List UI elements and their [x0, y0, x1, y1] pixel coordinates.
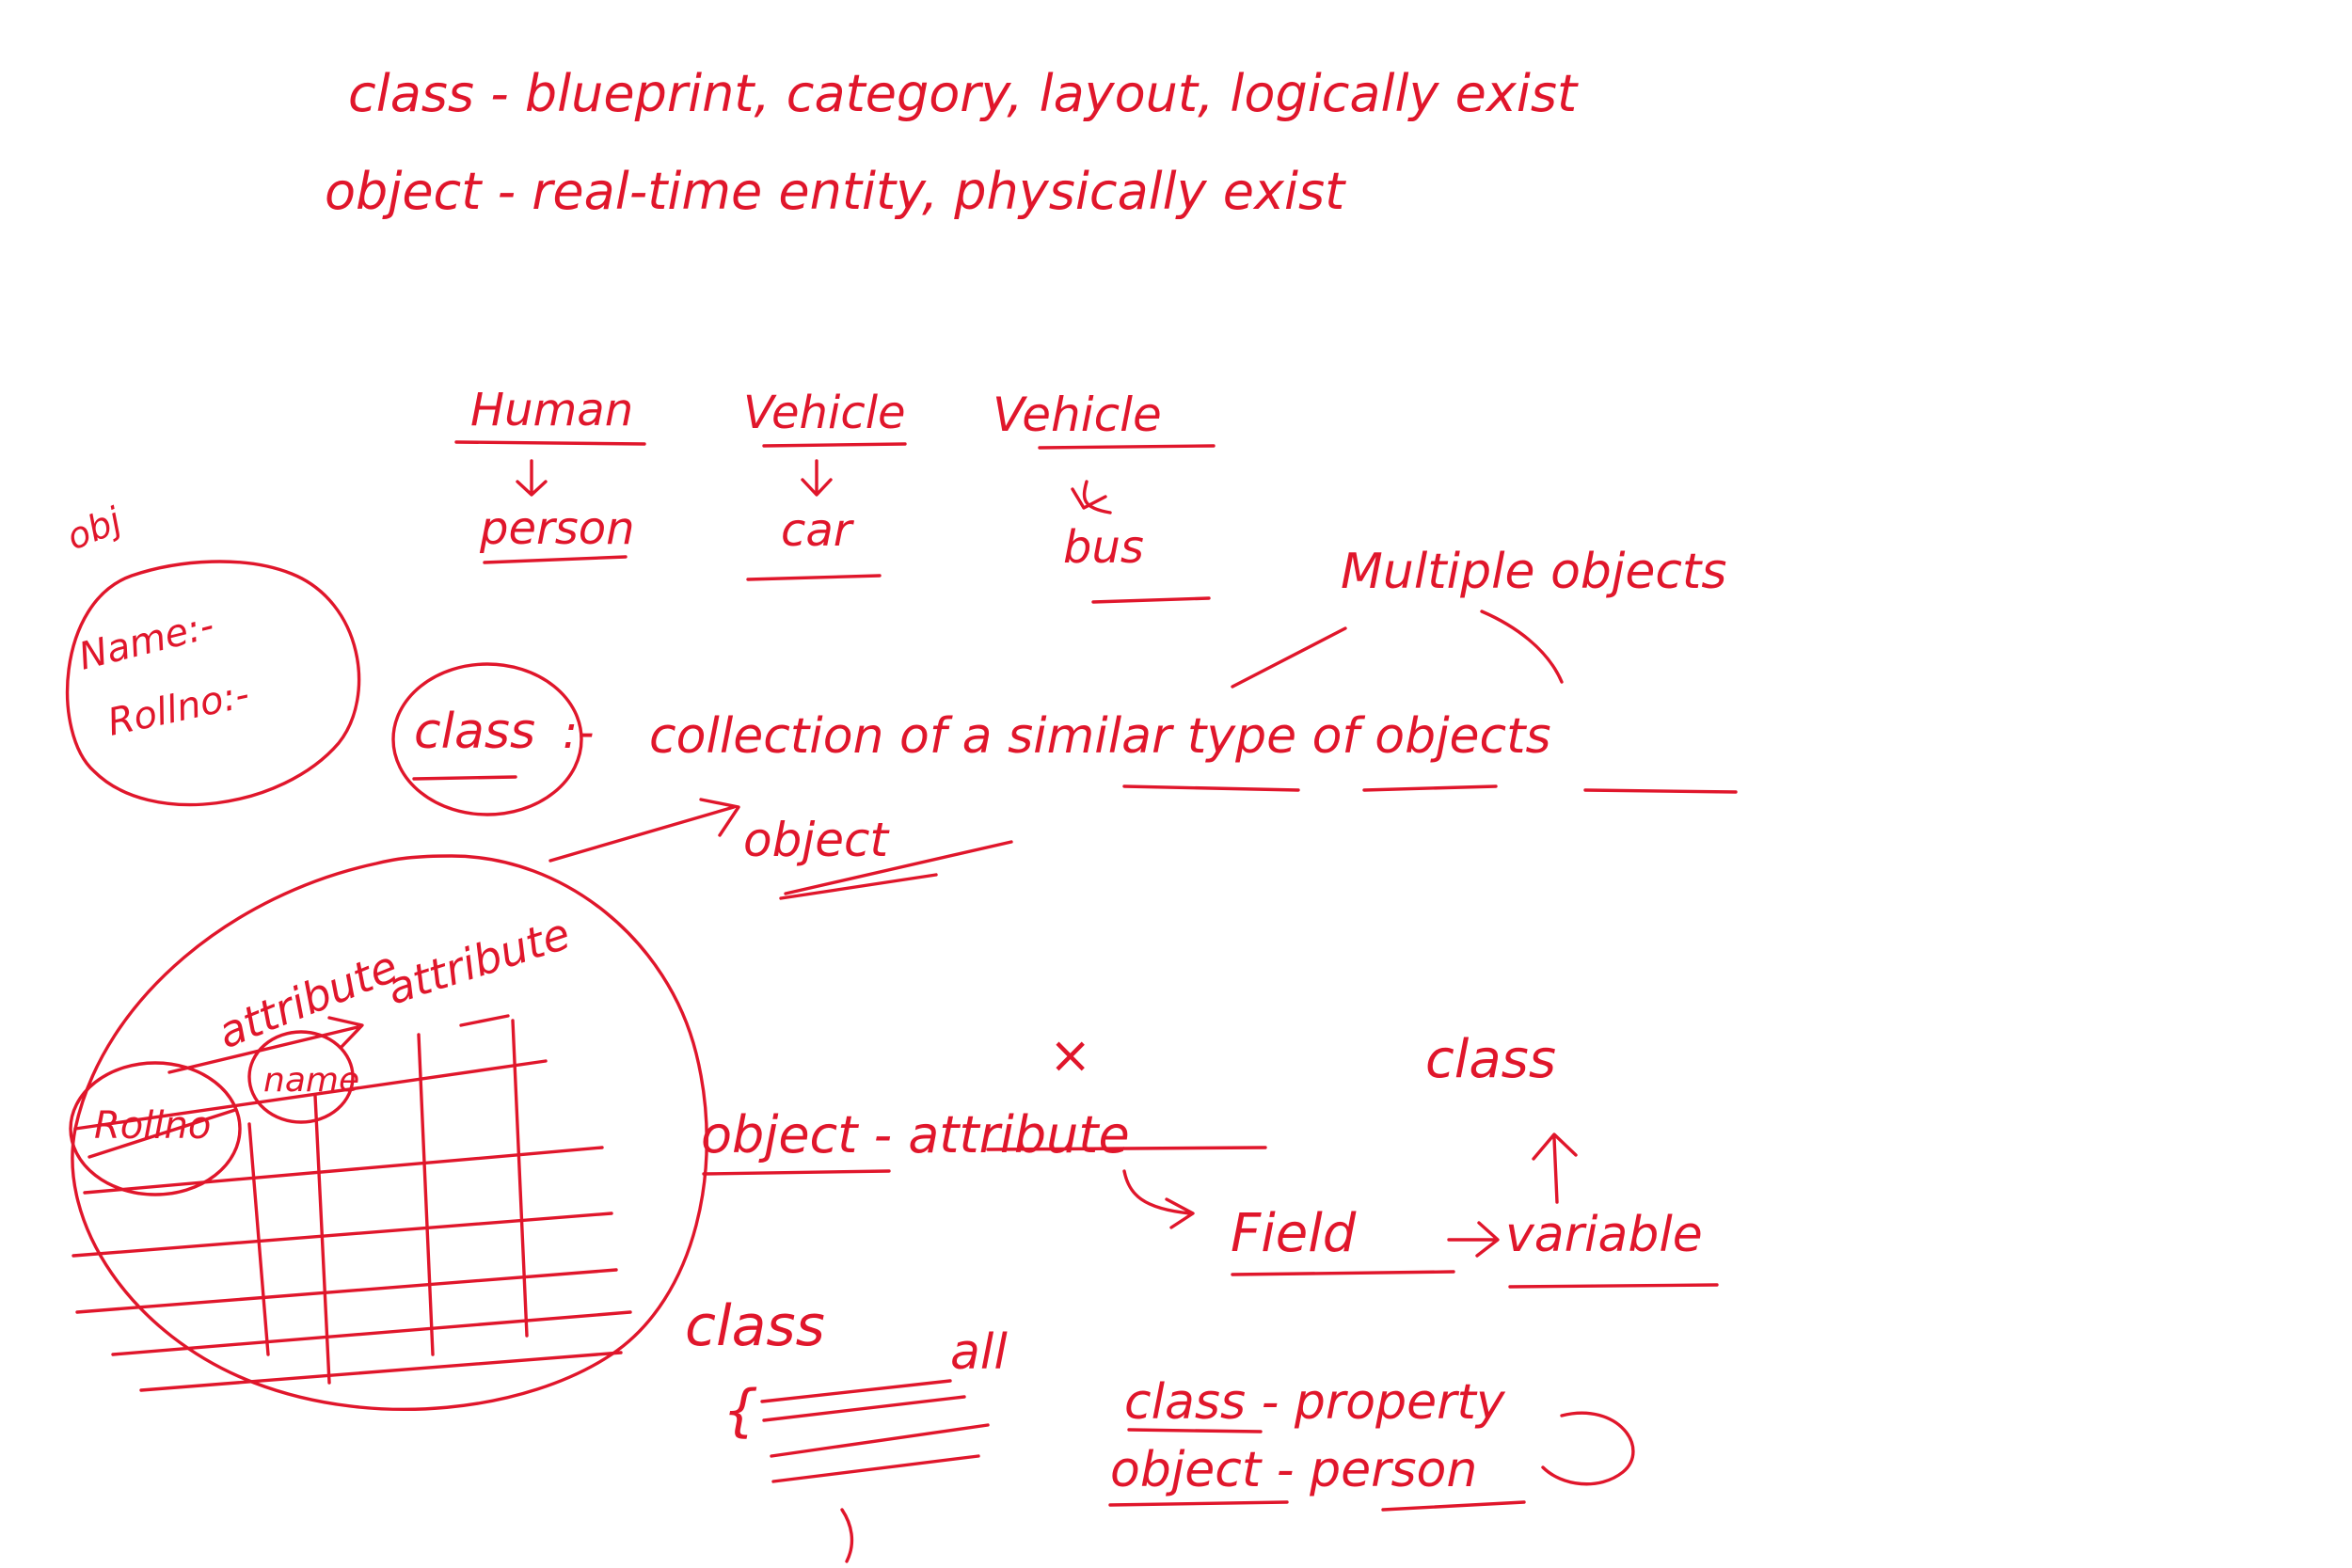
arrow-to-object: [548, 798, 740, 863]
label-bus: bus: [1063, 521, 1144, 574]
underline-vehicle-1: [762, 442, 907, 448]
label-vehicle-1: Vehicle: [743, 387, 906, 439]
label-class-description: collection of a similar type of objects: [649, 708, 1551, 765]
underline-vehicle-2: [1038, 444, 1216, 450]
class-circle: [391, 662, 583, 816]
table-rows: [72, 1059, 632, 1392]
underline-person: [483, 555, 628, 564]
arrow-vehicle-car: [801, 459, 833, 497]
underline-object-attribute: [702, 1146, 1267, 1176]
cell-rollno: Rollno: [94, 1104, 211, 1148]
underline-variable: [1508, 1283, 1719, 1289]
branch-right: [1480, 610, 1564, 684]
label-class-top: class: [1425, 1029, 1556, 1090]
underline-human: [454, 440, 646, 446]
class-body-lines: [760, 1379, 990, 1483]
obj-circle: [65, 560, 361, 807]
arrow-field-variable: [1447, 1221, 1500, 1258]
label-class-block: class: [685, 1293, 825, 1359]
arrow-attribute: [167, 1016, 364, 1074]
label-name: Name:-: [74, 604, 218, 679]
label-object-attribute: object - attribute: [701, 1105, 1130, 1164]
note-object-definition: object - real-time entity, physically ex…: [325, 162, 1346, 221]
underline-class-property: [1127, 1428, 1263, 1433]
label-human: Human: [470, 384, 633, 436]
label-attribute-2: attribute: [381, 908, 577, 1014]
label-variable: variable: [1505, 1207, 1703, 1263]
underline-bus: [1091, 596, 1211, 604]
underline-car: [746, 574, 882, 581]
name-cell-circle: [247, 1030, 355, 1124]
label-rollno: Rollno:-: [104, 673, 253, 745]
underline-type: [1362, 784, 1498, 792]
branch-left: [1231, 626, 1347, 689]
label-person: person: [479, 502, 635, 555]
label-class-definition: class: [414, 704, 535, 760]
label-vehicle-2: Vehicle: [993, 388, 1162, 442]
table-columns: [247, 1014, 529, 1385]
rollno-cell-circle: [69, 1061, 242, 1196]
label-field: Field: [1231, 1203, 1357, 1264]
colon-mark: :-: [563, 706, 595, 759]
label-object-person: object - person: [1110, 1442, 1477, 1498]
label-obj-tag: obj: [61, 499, 128, 559]
arrow-to-field: [1122, 1169, 1195, 1229]
note-class-definition: class - blueprint, category, layout, log…: [348, 64, 1579, 123]
label-multiple-objects: Multiple objects: [1341, 544, 1726, 600]
label-all: all: [950, 1324, 1008, 1381]
arrow-human-person: [516, 459, 548, 497]
label-object: object: [743, 813, 890, 867]
underline-field: [1231, 1270, 1455, 1276]
arrow-variable-class: [1532, 1132, 1578, 1204]
cell-name: name: [263, 1061, 359, 1100]
underline-object: [779, 840, 1013, 900]
loop-property: [1541, 1411, 1635, 1486]
mark-x: ×: [1049, 1025, 1091, 1085]
underline-objects: [1583, 788, 1738, 794]
underline-similar: [1122, 784, 1300, 792]
arrow-vehicle-bus: [1071, 480, 1112, 515]
brace-close: [840, 1508, 854, 1563]
underline-class-definition: [412, 775, 517, 781]
strike-rollno: [87, 1108, 237, 1159]
label-class-property: class - property: [1124, 1374, 1506, 1431]
underline-object-person: [1108, 1500, 1526, 1512]
label-car: car: [781, 504, 855, 557]
brace-open: {: [723, 1378, 758, 1444]
